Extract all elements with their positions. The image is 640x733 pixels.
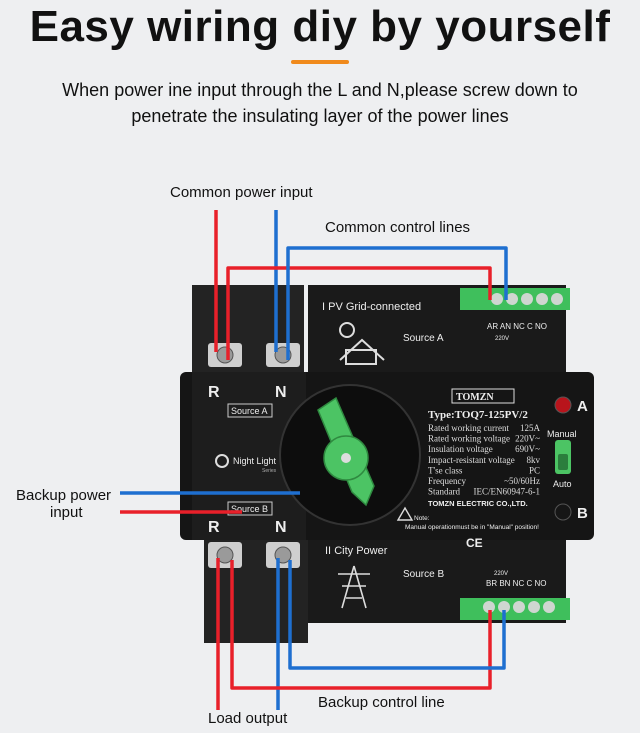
left-r-bottom: R [208, 519, 220, 536]
spec-value: PC [529, 465, 540, 475]
svg-text:I PV Grid-connected: I PV Grid-connected [322, 301, 421, 313]
spec-key: Standard [428, 487, 460, 497]
source-a-tag-box [227, 403, 273, 418]
brand-plate [451, 388, 515, 404]
wires [120, 210, 508, 710]
source-b-tag: Source B [231, 504, 268, 514]
spec-key: Rated working voltage [428, 434, 510, 444]
spec-table: Rated working current 125A Rated working v… [428, 423, 541, 497]
title-underline [291, 60, 349, 64]
bottom-panel-title: City Power [334, 545, 388, 557]
backup-control-red-wire [230, 560, 492, 690]
spec-value: IEC/EN60947-6-1 [474, 487, 541, 497]
power-pylon-icon [338, 565, 370, 609]
switch-screw-icon [341, 453, 351, 463]
terminal-bottom-voltage: 220V [494, 571, 508, 577]
left-n-top: N [275, 384, 287, 401]
terminal-screw [491, 293, 503, 305]
page-title: Easy wiring diy by yourself [29, 2, 611, 51]
terminal-screw [513, 601, 525, 613]
backup-power-input-label-1: Backup power [16, 487, 112, 504]
subtitle-line-2: penetrate the insulating layer of the po… [131, 106, 509, 126]
night-light-icon [215, 454, 229, 468]
load-output-label: Load output [208, 710, 288, 727]
screw-icon [216, 546, 234, 564]
common-control-blue-wire [286, 246, 508, 360]
solar-house-icon [339, 322, 385, 365]
backup-control-line-label: Backup control line [318, 694, 445, 711]
terminal-screw [536, 293, 548, 305]
spec-key: Impact-resistant voltage [428, 455, 515, 465]
terminal-screw [543, 601, 555, 613]
warning-icon [396, 506, 414, 521]
terminal-screw [551, 293, 563, 305]
spec-key: Insulation voltage [428, 444, 493, 454]
spec-key: Rated working current [428, 423, 509, 433]
backup-power-input-label-2: input [50, 504, 83, 521]
night-light-label: Night Light [233, 456, 277, 466]
toggle-knob [558, 454, 568, 470]
left-n-bottom: N [275, 519, 287, 536]
indicator-a-label: A [577, 398, 588, 415]
subtitle-line-1: When power ine input through the L and N… [62, 80, 578, 100]
common-control-red-wire [226, 266, 492, 360]
terminal-screw [521, 293, 533, 305]
bottom-panel-num: II [325, 545, 331, 557]
common-power-input-label: Common power input [170, 184, 313, 201]
indicator-a-light [554, 396, 572, 414]
spec-value: 8kv [527, 455, 541, 465]
svg-text:II City Power: II City Power [325, 545, 388, 557]
terminal-screw [498, 601, 510, 613]
spec-value: ~50/60Hz [504, 476, 540, 486]
common-control-lines-label: Common control lines [325, 219, 471, 236]
screw-icon [216, 346, 234, 364]
source-b-label: Source B [403, 569, 444, 580]
indicator-b-label: B [577, 505, 588, 522]
spec-value: 125A [520, 423, 541, 433]
spec-value: 220V~ [515, 434, 540, 444]
spec-key: T'se class [428, 465, 463, 475]
indicator-b-light [554, 503, 572, 521]
note-title: Note: [414, 515, 430, 522]
terminal-screw [506, 293, 518, 305]
ce-mark: CE [466, 536, 483, 550]
terminal-screw [528, 601, 540, 613]
left-r-top: R [208, 384, 220, 401]
spec-key: Frequency [428, 476, 466, 486]
type-label: Type:TOQ7-125PV/2 [428, 409, 528, 421]
auto-label: Auto [553, 479, 572, 489]
terminal-screw [483, 601, 495, 613]
top-panel-num: I [322, 301, 325, 313]
source-a-label: Source A [403, 333, 444, 344]
top-panel-title: PV Grid-connected [328, 301, 421, 313]
backup-control-blue-wire [288, 560, 506, 670]
source-b-tag-box [227, 501, 273, 516]
source-a-tag: Source A [231, 406, 268, 416]
note-text: Manual operationmust be in "Manual" posi… [405, 524, 539, 531]
spec-value: 690V~ [515, 444, 540, 454]
company-label: TOMZN ELECTRIC CO.,LTD. [428, 499, 528, 508]
terminal-top-labels: AR AN NC C NO [487, 322, 547, 331]
manual-label: Manual [547, 429, 577, 439]
brand-label: TOMZN [456, 392, 494, 403]
terminal-bottom-labels: BR BN NC C NO [486, 579, 546, 588]
terminal-top-voltage: 220V [495, 336, 509, 342]
night-light-sub: Series [262, 468, 277, 474]
